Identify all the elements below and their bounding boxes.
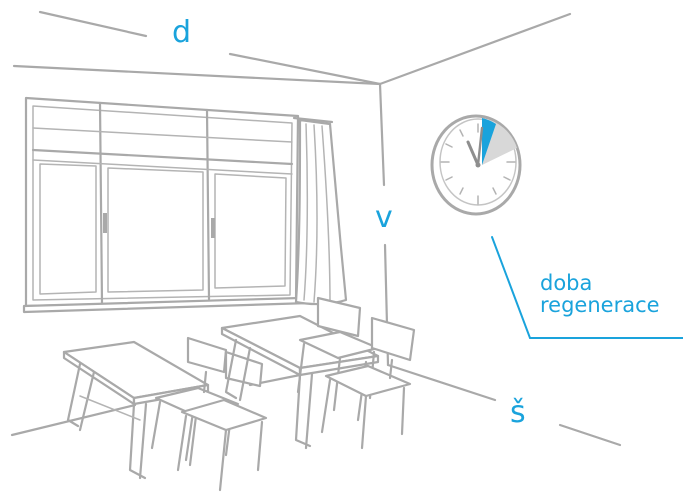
curtain-icon	[294, 118, 346, 304]
regeneration-label-line1: doba	[540, 272, 660, 294]
regeneration-label-line2: regenerace	[540, 294, 660, 316]
height-label: v	[375, 203, 393, 233]
wall-clock-icon	[432, 116, 520, 214]
regeneration-time-label: doba regenerace	[540, 272, 660, 316]
window-icon	[24, 98, 310, 312]
depth-label: d	[172, 18, 191, 48]
width-label: š	[510, 398, 526, 428]
